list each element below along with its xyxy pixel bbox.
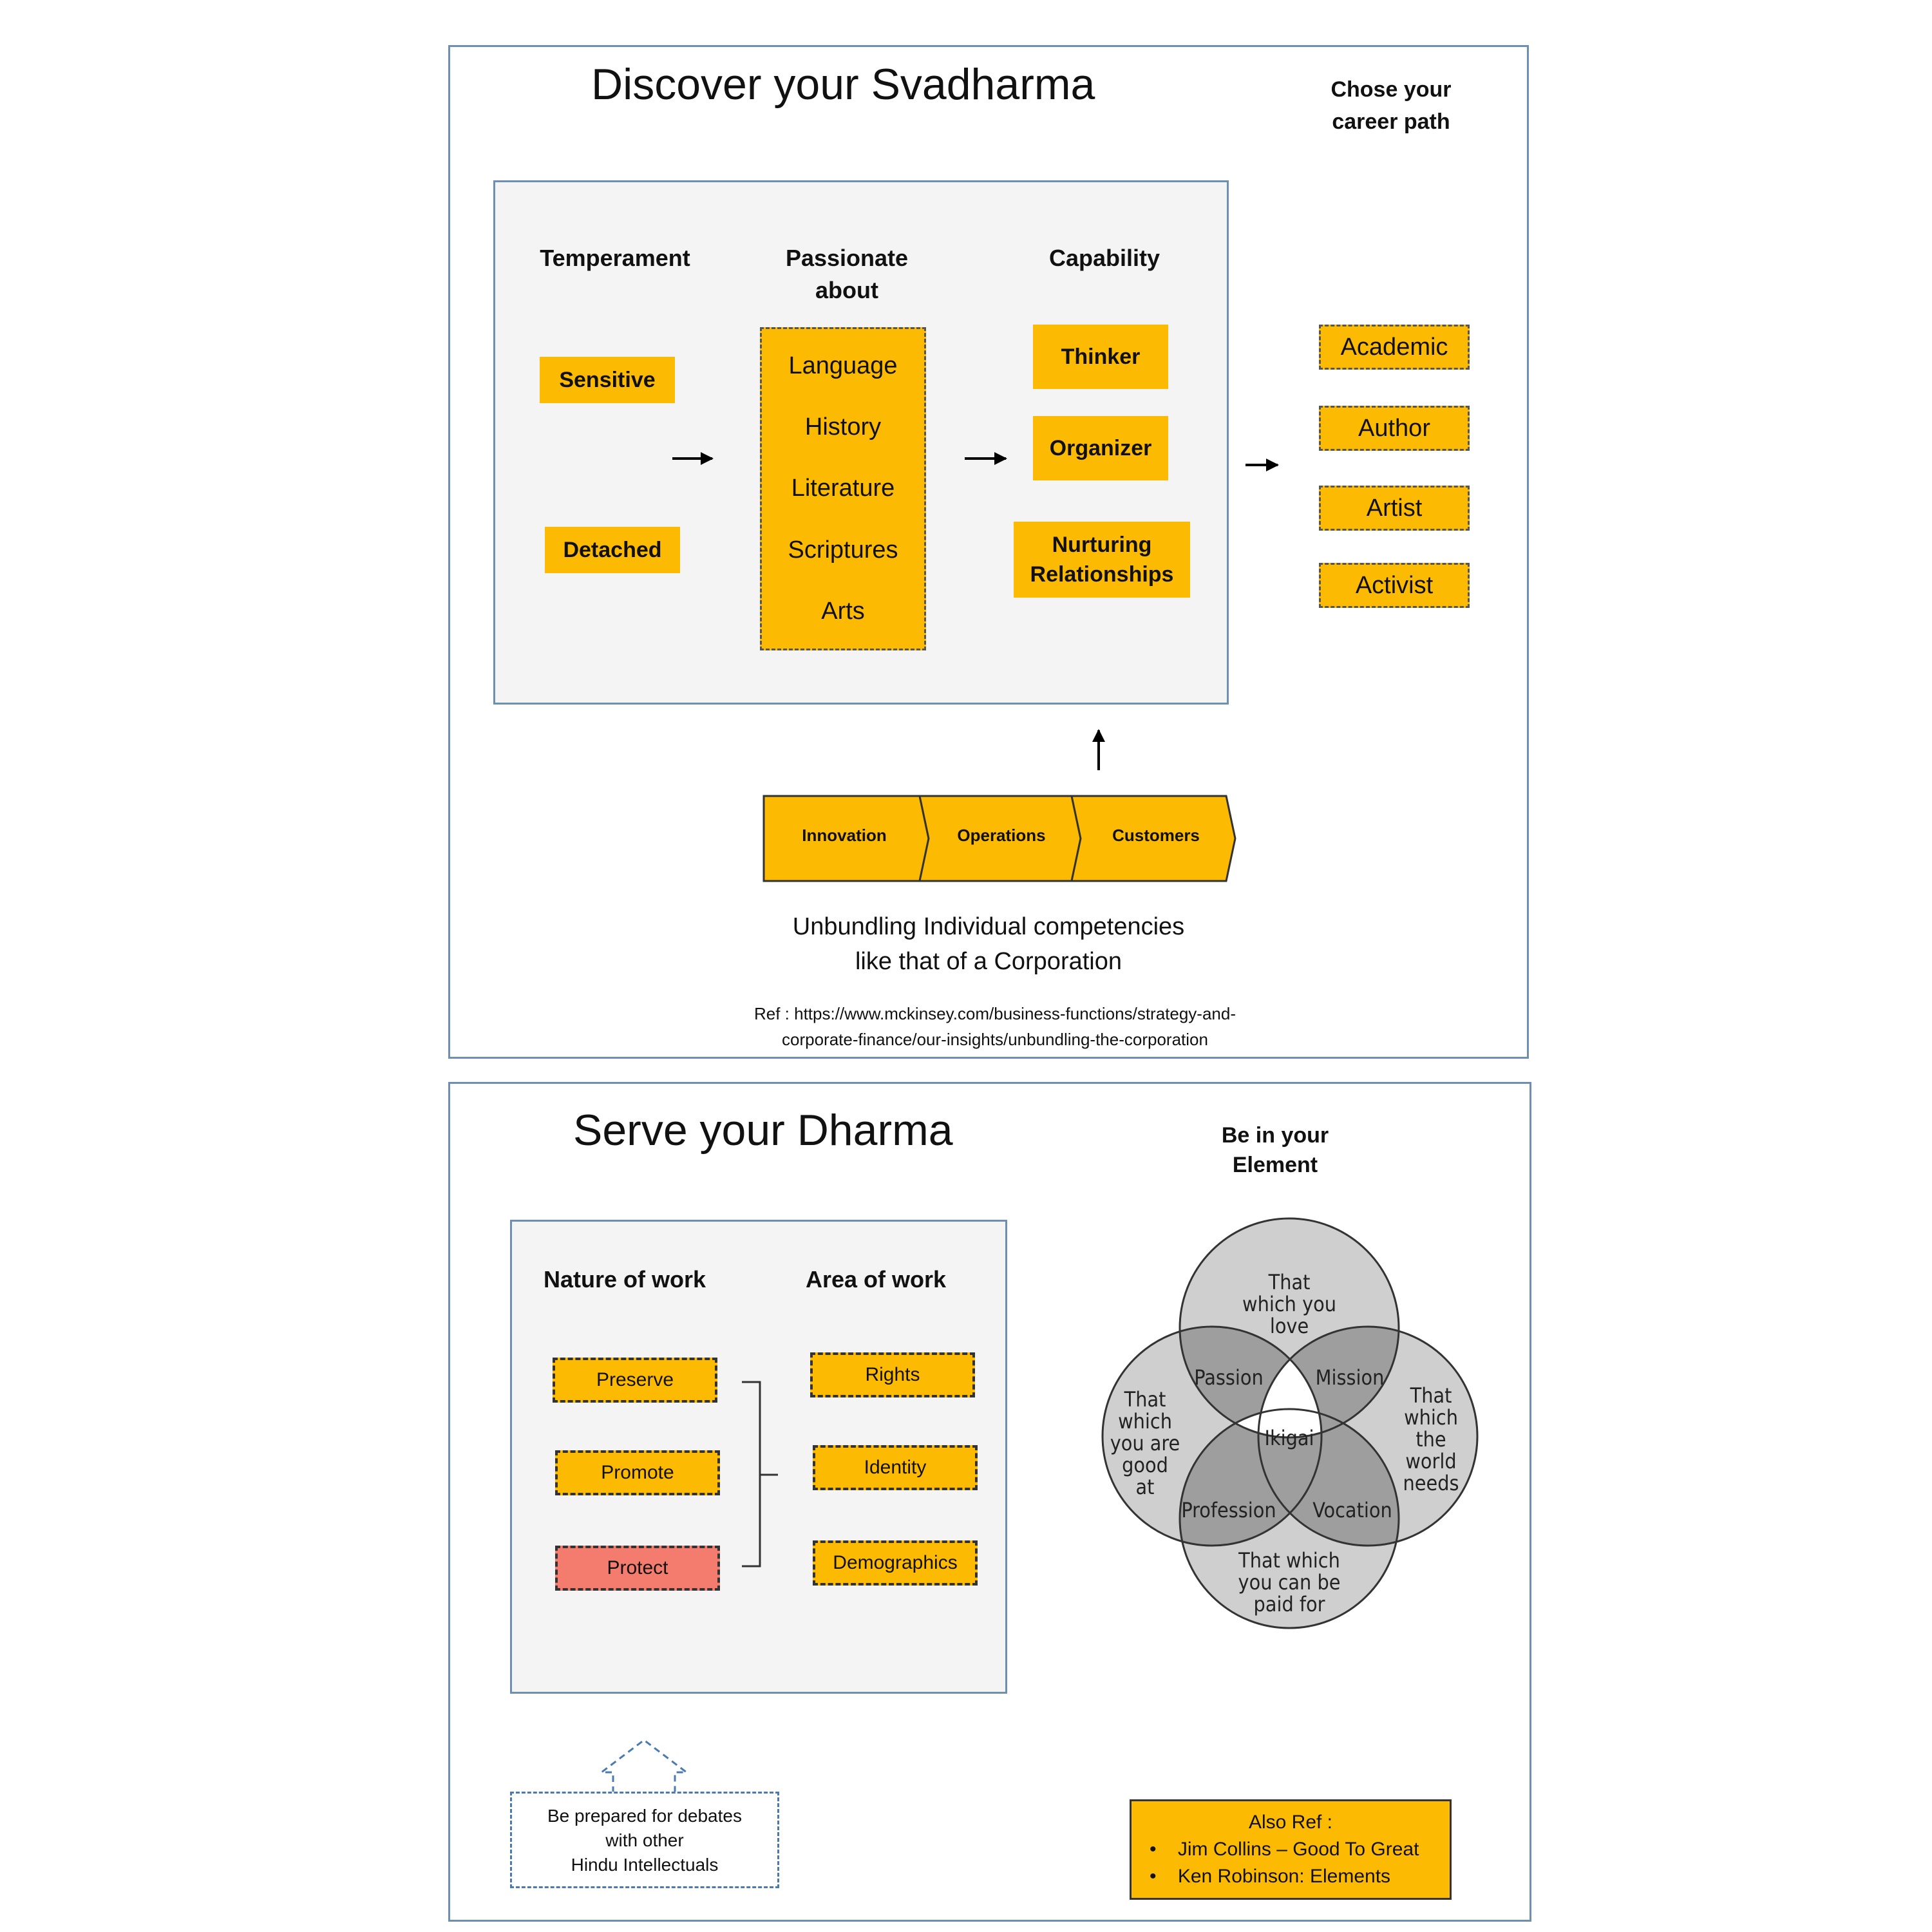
capability-thinker: Thinker bbox=[1033, 325, 1168, 389]
dharma-title: Serve your Dharma bbox=[573, 1106, 953, 1155]
list-item: Scriptures bbox=[788, 536, 898, 564]
ikigai-vocation: Vocation bbox=[1312, 1498, 1392, 1522]
temperament-header: Temperament bbox=[540, 245, 690, 271]
capability-header: Capability bbox=[1048, 245, 1160, 271]
unbundling-caption: Unbundling Individual competencies like … bbox=[792, 913, 1185, 975]
passionate-header: Passionate about bbox=[785, 245, 909, 303]
passion-list: Language History Literature Scriptures A… bbox=[760, 327, 926, 650]
ikigai-profession: Profession bbox=[1181, 1498, 1276, 1522]
list-item: Language bbox=[788, 352, 898, 380]
mckinsey-reference: Ref : https://www.mckinsey.com/business-… bbox=[753, 1004, 1236, 1049]
chevron-label-innovation: Innovation bbox=[802, 826, 887, 845]
area-demographics: Demographics bbox=[813, 1540, 978, 1586]
ikigai-passion: Passion bbox=[1194, 1365, 1263, 1390]
career-artist: Artist bbox=[1319, 486, 1470, 531]
element-note: Be in your Element bbox=[1221, 1123, 1329, 1177]
career-academic: Academic bbox=[1319, 325, 1470, 370]
nature-preserve: Preserve bbox=[553, 1358, 717, 1403]
career-activist: Activist bbox=[1319, 563, 1470, 608]
also-ref-box: Also Ref : • Jim Collins – Good To Great… bbox=[1130, 1799, 1452, 1900]
nature-promote: Promote bbox=[555, 1450, 720, 1495]
career-author: Author bbox=[1319, 406, 1470, 451]
list-item: • Jim Collins – Good To Great bbox=[1150, 1839, 1419, 1860]
area-identity: Identity bbox=[813, 1445, 978, 1490]
list-item: Literature bbox=[791, 475, 895, 502]
chevron-label-operations: Operations bbox=[957, 826, 1046, 845]
chevron-label-customers: Customers bbox=[1112, 826, 1200, 845]
temperament-sensitive: Sensitive bbox=[540, 357, 675, 403]
list-item: • Ken Robinson: Elements bbox=[1150, 1866, 1391, 1887]
temperament-detached: Detached bbox=[545, 527, 680, 573]
ikigai-center: Ikigai bbox=[1264, 1426, 1314, 1450]
list-item: History bbox=[804, 413, 882, 441]
area-rights: Rights bbox=[810, 1352, 975, 1397]
also-ref-heading: Also Ref : bbox=[1248, 1812, 1333, 1833]
svadharma-title: Discover your Svadharma bbox=[591, 60, 1095, 109]
area-header: Area of work bbox=[805, 1266, 947, 1293]
capability-nurturing-relationships: Nurturing Relationships bbox=[1014, 522, 1190, 598]
list-item: Arts bbox=[821, 597, 865, 625]
capability-organizer: Organizer bbox=[1033, 416, 1168, 480]
chevron-customers bbox=[1070, 795, 1236, 882]
nature-protect: Protect bbox=[555, 1546, 720, 1591]
career-path-note: Chose your career path bbox=[1331, 77, 1452, 134]
ikigai-mission: Mission bbox=[1316, 1365, 1385, 1390]
nature-header: Nature of work bbox=[543, 1266, 706, 1293]
debate-callout: Be prepared for debates with other Hindu… bbox=[510, 1792, 779, 1888]
